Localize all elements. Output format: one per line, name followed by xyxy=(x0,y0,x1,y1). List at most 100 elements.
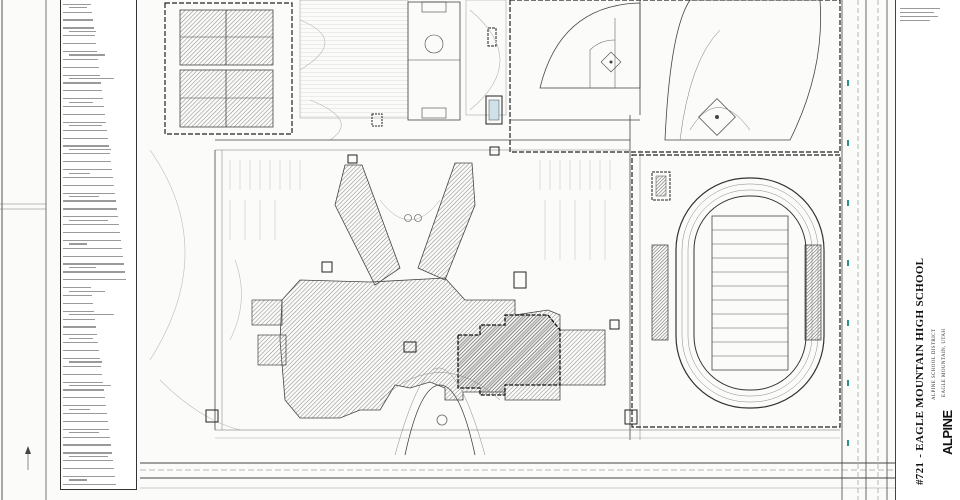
keynote-row xyxy=(63,105,136,109)
north-arrow-icon xyxy=(25,446,31,470)
keynote-row xyxy=(63,373,136,377)
keynote-line xyxy=(63,35,95,37)
keynote-line xyxy=(63,74,100,76)
keynote-line xyxy=(63,113,105,116)
keynote-row xyxy=(63,412,136,416)
keynote-row xyxy=(63,483,136,487)
keynote-line xyxy=(63,342,98,344)
keynote-line xyxy=(63,334,97,336)
keynote-line xyxy=(63,19,93,21)
keynote-line xyxy=(63,98,103,100)
keynote-line xyxy=(63,365,101,367)
keynote-row xyxy=(63,176,136,180)
keynote-row-continuation xyxy=(69,455,136,459)
keynote-line xyxy=(63,153,110,155)
keynote-line xyxy=(63,452,112,454)
keynote-row xyxy=(63,326,136,330)
keynote-line xyxy=(63,468,114,470)
keynote-row-continuation xyxy=(69,337,136,341)
keynote-row xyxy=(63,294,136,298)
keynote-row xyxy=(63,263,136,267)
keynote-row xyxy=(63,404,136,408)
keynote-row xyxy=(63,34,136,38)
keynote-row-continuation xyxy=(69,148,136,152)
keynote-row xyxy=(63,341,136,345)
keynote-row xyxy=(63,357,136,361)
keynote-row-continuation xyxy=(69,30,136,34)
keynote-line xyxy=(69,408,90,410)
keynote-line xyxy=(69,455,108,458)
keynote-row-continuation xyxy=(69,101,136,105)
keynote-line xyxy=(63,169,112,171)
keynote-row xyxy=(63,11,136,15)
keynote-row xyxy=(63,153,136,157)
keynote-line xyxy=(69,385,111,387)
keynote-row-continuation xyxy=(69,479,136,483)
keynote-line xyxy=(63,397,105,399)
keynote-line xyxy=(63,216,118,218)
keynote-line xyxy=(63,82,101,84)
soccer-field xyxy=(299,0,507,125)
keynote-row xyxy=(63,137,136,141)
keynote-line xyxy=(63,43,96,45)
keynote-line xyxy=(63,483,116,486)
keynote-row xyxy=(63,436,136,440)
keynote-line xyxy=(63,161,111,163)
keynote-line xyxy=(63,255,123,257)
keynote-row-continuation xyxy=(69,361,136,365)
keynote-row xyxy=(63,278,136,282)
keynote-row xyxy=(63,50,136,54)
site-paths-north xyxy=(299,9,501,141)
keynote-line xyxy=(63,231,120,234)
keynote-row xyxy=(63,113,136,117)
keynote-line xyxy=(63,436,110,438)
keynote-row xyxy=(63,271,136,275)
keynote-line xyxy=(63,350,99,352)
keynote-row xyxy=(63,145,136,149)
keynote-line xyxy=(63,413,107,415)
keynote-legend xyxy=(60,0,137,490)
keynote-row-continuation xyxy=(69,290,136,294)
keynote-row xyxy=(63,460,136,464)
city-name: EAGLE MOUNTAIN, UTAH xyxy=(942,328,947,397)
keynote-line xyxy=(63,373,102,375)
keynote-row xyxy=(63,318,136,322)
keynote-line xyxy=(63,137,108,139)
keynote-row xyxy=(63,452,136,456)
keynote-row xyxy=(63,349,136,353)
keynote-line xyxy=(63,263,124,265)
north-drive xyxy=(214,115,641,440)
keynote-line xyxy=(69,125,102,127)
keynote-row xyxy=(63,19,136,23)
keynote-line xyxy=(69,290,105,292)
keynote-line xyxy=(63,224,119,226)
keynote-row-continuation xyxy=(69,219,136,223)
keynote-line xyxy=(63,310,94,312)
keynote-line xyxy=(63,318,95,320)
west-site xyxy=(149,149,242,431)
keynote-line xyxy=(69,243,87,245)
keynote-row xyxy=(63,255,136,259)
title-block xyxy=(895,0,960,500)
site-structures xyxy=(205,113,671,425)
sheet-border xyxy=(0,0,47,500)
keynote-line xyxy=(69,172,90,174)
keynote-line xyxy=(63,444,111,446)
keynote-row xyxy=(63,420,136,424)
keynote-row-continuation xyxy=(69,432,136,436)
keynote-row xyxy=(63,184,136,188)
keynote-line xyxy=(63,192,115,194)
keynote-row-continuation xyxy=(69,266,136,270)
keynote-row xyxy=(63,223,136,227)
keynote-row xyxy=(63,90,136,94)
front-plaza xyxy=(379,367,501,456)
keynote-line xyxy=(63,460,113,462)
keynote-line xyxy=(63,357,100,360)
keynote-row xyxy=(63,121,136,125)
keynote-row xyxy=(63,74,136,78)
keynote-line xyxy=(63,3,91,5)
keynote-row-continuation xyxy=(69,125,136,129)
keynote-line xyxy=(63,271,125,273)
keynote-line xyxy=(63,58,98,60)
keynote-row xyxy=(63,310,136,314)
